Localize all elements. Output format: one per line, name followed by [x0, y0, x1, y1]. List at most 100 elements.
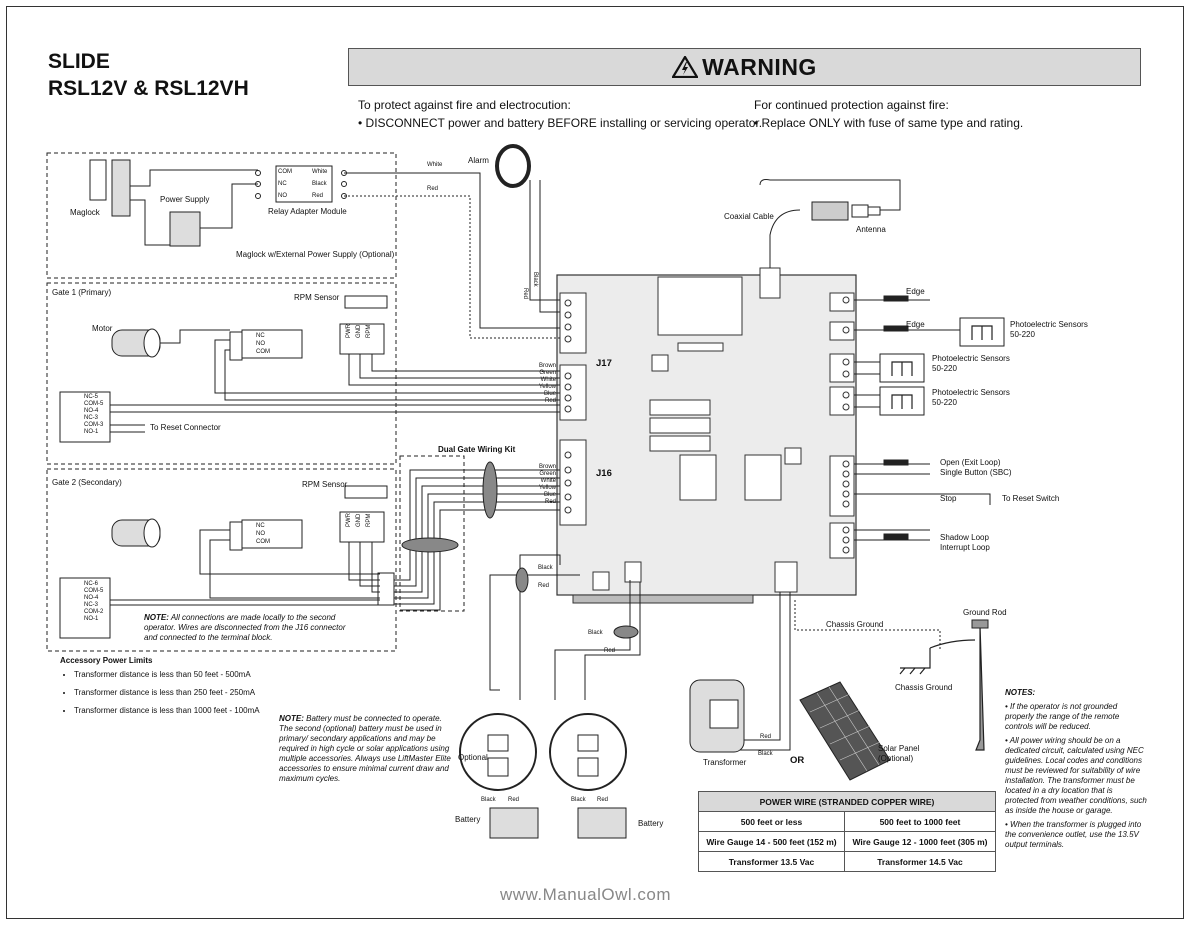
shadow-loop-label: Shadow Loop [940, 533, 989, 542]
bat2-red: Red [597, 797, 609, 803]
ground-rod-label: Ground Rod [963, 608, 1007, 617]
warning-right-item: • Replace ONLY with fuse of same type an… [754, 116, 1024, 130]
gate1-com: COM [256, 349, 270, 355]
j17-wire-colors: Brown Green White Yellow Blue Red [526, 363, 556, 405]
bat1-red: Red [508, 797, 520, 803]
warning-left: To protect against fire and electrocutio… [358, 96, 762, 132]
power-table-header: POWER WIRE (STRANDED COPPER WIRE) [698, 791, 996, 812]
warning-banner: WARNING [348, 48, 1141, 86]
relay-white: White [312, 169, 328, 175]
photo-top-name: Photoelectric Sensors [1010, 320, 1088, 329]
photo-bot-label: Photoelectric Sensors 50-220 [932, 388, 1010, 408]
chassis-ground-symbol-label: Chassis Ground [895, 683, 953, 692]
photo-bot-name: Photoelectric Sensors [932, 388, 1010, 397]
power-table-cell: 500 feet or less [698, 811, 845, 832]
warning-right-intro: For continued protection against fire: [754, 98, 949, 112]
j17-green: Green [539, 370, 556, 376]
maglock-label: Maglock [70, 208, 100, 217]
j16-label: J16 [596, 468, 612, 479]
power-table-cell: Wire Gauge 12 - 1000 feet (305 m) [843, 831, 997, 852]
note-item-0: • If the operator is not grounded proper… [1005, 702, 1120, 731]
notes-block: NOTES: • If the operator is not grounded… [1005, 688, 1147, 850]
gate2-term-0: NC-6 [84, 581, 99, 587]
solar-panel-optional: (Optional) [878, 754, 914, 763]
gate2-com: COM [256, 539, 270, 545]
reset-switch-label: To Reset Switch [1002, 494, 1060, 503]
transformer-label: Transformer [703, 758, 747, 767]
gate2-term-5: NO-1 [84, 616, 99, 622]
photo-mid-model: 50-220 [932, 364, 957, 373]
j17-blue: Blue [543, 391, 556, 397]
power-table-cell: Wire Gauge 14 - 500 feet (152 m) [698, 831, 845, 852]
control-board [556, 267, 857, 604]
bat2-black: Black [571, 797, 586, 803]
battery1-label: Battery [455, 815, 481, 824]
gate2-note-bold: NOTE: [144, 613, 169, 622]
gate2-no: NO [256, 531, 265, 537]
gate2-rpm-label: RPM Sensor [302, 480, 348, 489]
warning-triangle-icon [671, 54, 700, 79]
relay-com: COM [278, 169, 292, 175]
j17-red: Red [544, 398, 556, 404]
gate1-terminals: NC-5 COM-5 NO-4 NC-3 COM-3 NO-1 [84, 394, 103, 436]
gate2-term-3: NC-3 [84, 602, 99, 608]
gate1-title: Gate 1 (Primary) [52, 288, 112, 297]
single-button-label: Single Button (SBC) [940, 468, 1012, 477]
gate1-rpm-label: RPM Sensor [294, 293, 340, 302]
gate2-gnd: GND [356, 513, 362, 527]
gate2-note-text: All connections are made locally to the … [144, 613, 346, 642]
title-line-2: RSL12V & RSL12VH [48, 77, 249, 100]
photo-mid-name: Photoelectric Sensors [932, 354, 1010, 363]
gate2-nc: NC [256, 523, 265, 529]
j16-brown: Brown [538, 464, 556, 470]
solar-panel-graphic [799, 681, 891, 781]
alarm-label: Alarm [468, 156, 489, 165]
j16-green: Green [539, 471, 556, 477]
board-red2-label: Red [604, 648, 616, 654]
gate1-term-5: NO-1 [84, 429, 99, 435]
relay-black: Black [312, 181, 327, 187]
gate1-term-4: COM-3 [84, 422, 104, 428]
board-black-label: Black [538, 565, 553, 571]
dual-gate-kit-box [399, 455, 465, 612]
relay-module-label: Relay Adapter Module [268, 207, 347, 216]
board-red-label: Red [538, 583, 550, 589]
solar-panel-label: Solar Panel (Optional) [878, 744, 919, 764]
power-table-cell: Transformer 13.5 Vac [698, 851, 845, 872]
photo-top-model: 50-220 [1010, 330, 1035, 339]
j16-yellow: Yellow [538, 485, 556, 491]
gate1-term-1: COM-5 [84, 401, 104, 407]
gate1-term-2: NO-4 [84, 408, 99, 414]
gate2-terminals: NC-6 COM-5 NO-4 NC-3 COM-2 NO-1 [84, 581, 103, 623]
warning-left-item: • DISCONNECT power and battery BEFORE in… [358, 116, 763, 130]
warning-heading: WARNING [671, 54, 817, 80]
power-table-cell: 500 feet to 1000 feet [843, 811, 997, 832]
photo-mid-label: Photoelectric Sensors 50-220 [932, 354, 1010, 374]
relay-nc: NC [278, 181, 287, 187]
title-line-1: SLIDE [48, 50, 110, 73]
note-item-1: • All power wiring should be on a dedica… [1005, 736, 1147, 815]
j16-red: Red [544, 499, 556, 505]
board-black2-label: Black [588, 630, 603, 636]
antenna-label: Antenna [856, 225, 886, 234]
j16-blue: Blue [543, 492, 556, 498]
warning-left-intro: To protect against fire and electrocutio… [358, 98, 571, 112]
maglock-caption: Maglock w/External Power Supply (Optiona… [236, 250, 395, 259]
stop-label: Stop [940, 494, 957, 503]
gate2-term-1: COM-5 [84, 588, 104, 594]
gate1-no: NO [256, 341, 265, 347]
power-supply-label: Power Supply [160, 195, 210, 204]
loop-labels: Shadow Loop Interrupt Loop [940, 533, 990, 553]
chassis-ground-label: Chassis Ground [826, 620, 884, 629]
wire-red-label: Red [427, 186, 439, 192]
limit-item-1: Transformer distance is less than 250 fe… [74, 684, 260, 702]
open-sbc-label: Open (Exit Loop) Single Button (SBC) [940, 458, 1012, 478]
page-frame [6, 6, 1184, 919]
or-label: OR [790, 755, 805, 766]
maglock-box [46, 152, 397, 279]
coax-label: Coaxial Cable [724, 212, 774, 221]
gate2-title: Gate 2 (Secondary) [52, 478, 122, 487]
photo-bot-model: 50-220 [932, 398, 957, 407]
interrupt-loop-label: Interrupt Loop [940, 543, 990, 552]
